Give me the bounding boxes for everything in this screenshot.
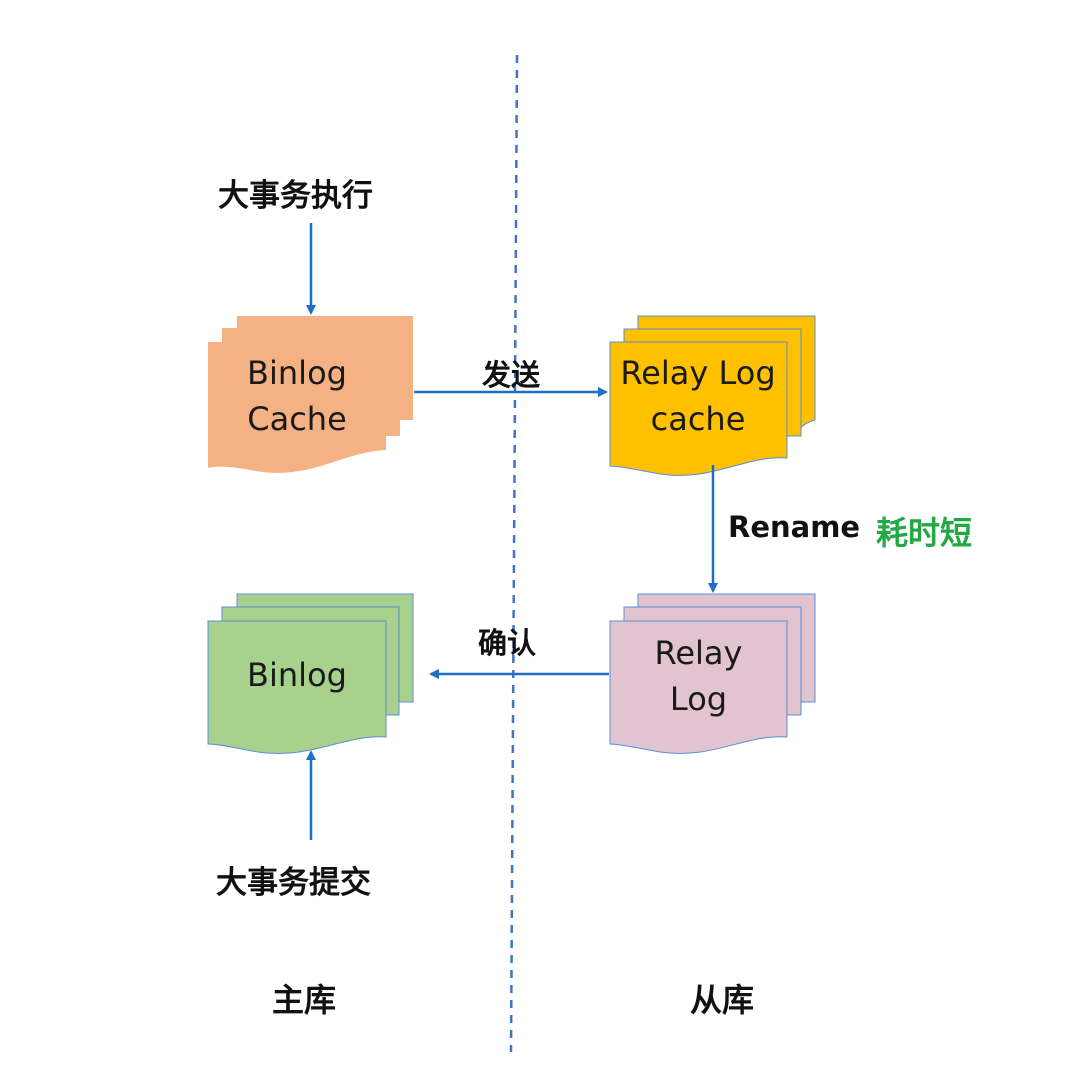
binlog-line1: Binlog — [247, 656, 347, 694]
master-label: 主库 — [272, 981, 337, 1019]
relay-log-cache-shape — [609, 315, 816, 476]
short-time-label: 耗时短 — [876, 514, 973, 552]
relay-log-cache-line2: cache — [650, 400, 746, 438]
binlog-cache-shape — [208, 316, 413, 473]
relay-log-line2: Log — [669, 680, 728, 718]
binlog-label: Binlog — [208, 652, 386, 698]
relay-log-cache-line1: Relay Log — [620, 354, 776, 392]
binlog-cache-line2: Cache — [247, 400, 347, 438]
binlog-shape — [207, 593, 414, 754]
big-tx-exec-label: 大事务执行 — [218, 178, 373, 214]
slave-label: 从库 — [690, 981, 755, 1019]
big-tx-commit-label: 大事务提交 — [216, 865, 371, 901]
binlog-cache-line1: Binlog — [247, 354, 347, 392]
divider-line — [509, 54, 519, 1053]
rename-label: Rename — [728, 510, 861, 544]
send-label: 发送 — [482, 358, 541, 392]
relay-log-line1: Relay — [654, 634, 743, 672]
relay-log-shape — [609, 593, 816, 754]
binlog-cache-label: Binlog Cache — [208, 350, 386, 442]
confirm-label: 确认 — [478, 626, 537, 660]
relay-log-cache-label: Relay Log cache — [598, 350, 798, 442]
relay-log-label: Relay Log — [610, 630, 787, 722]
